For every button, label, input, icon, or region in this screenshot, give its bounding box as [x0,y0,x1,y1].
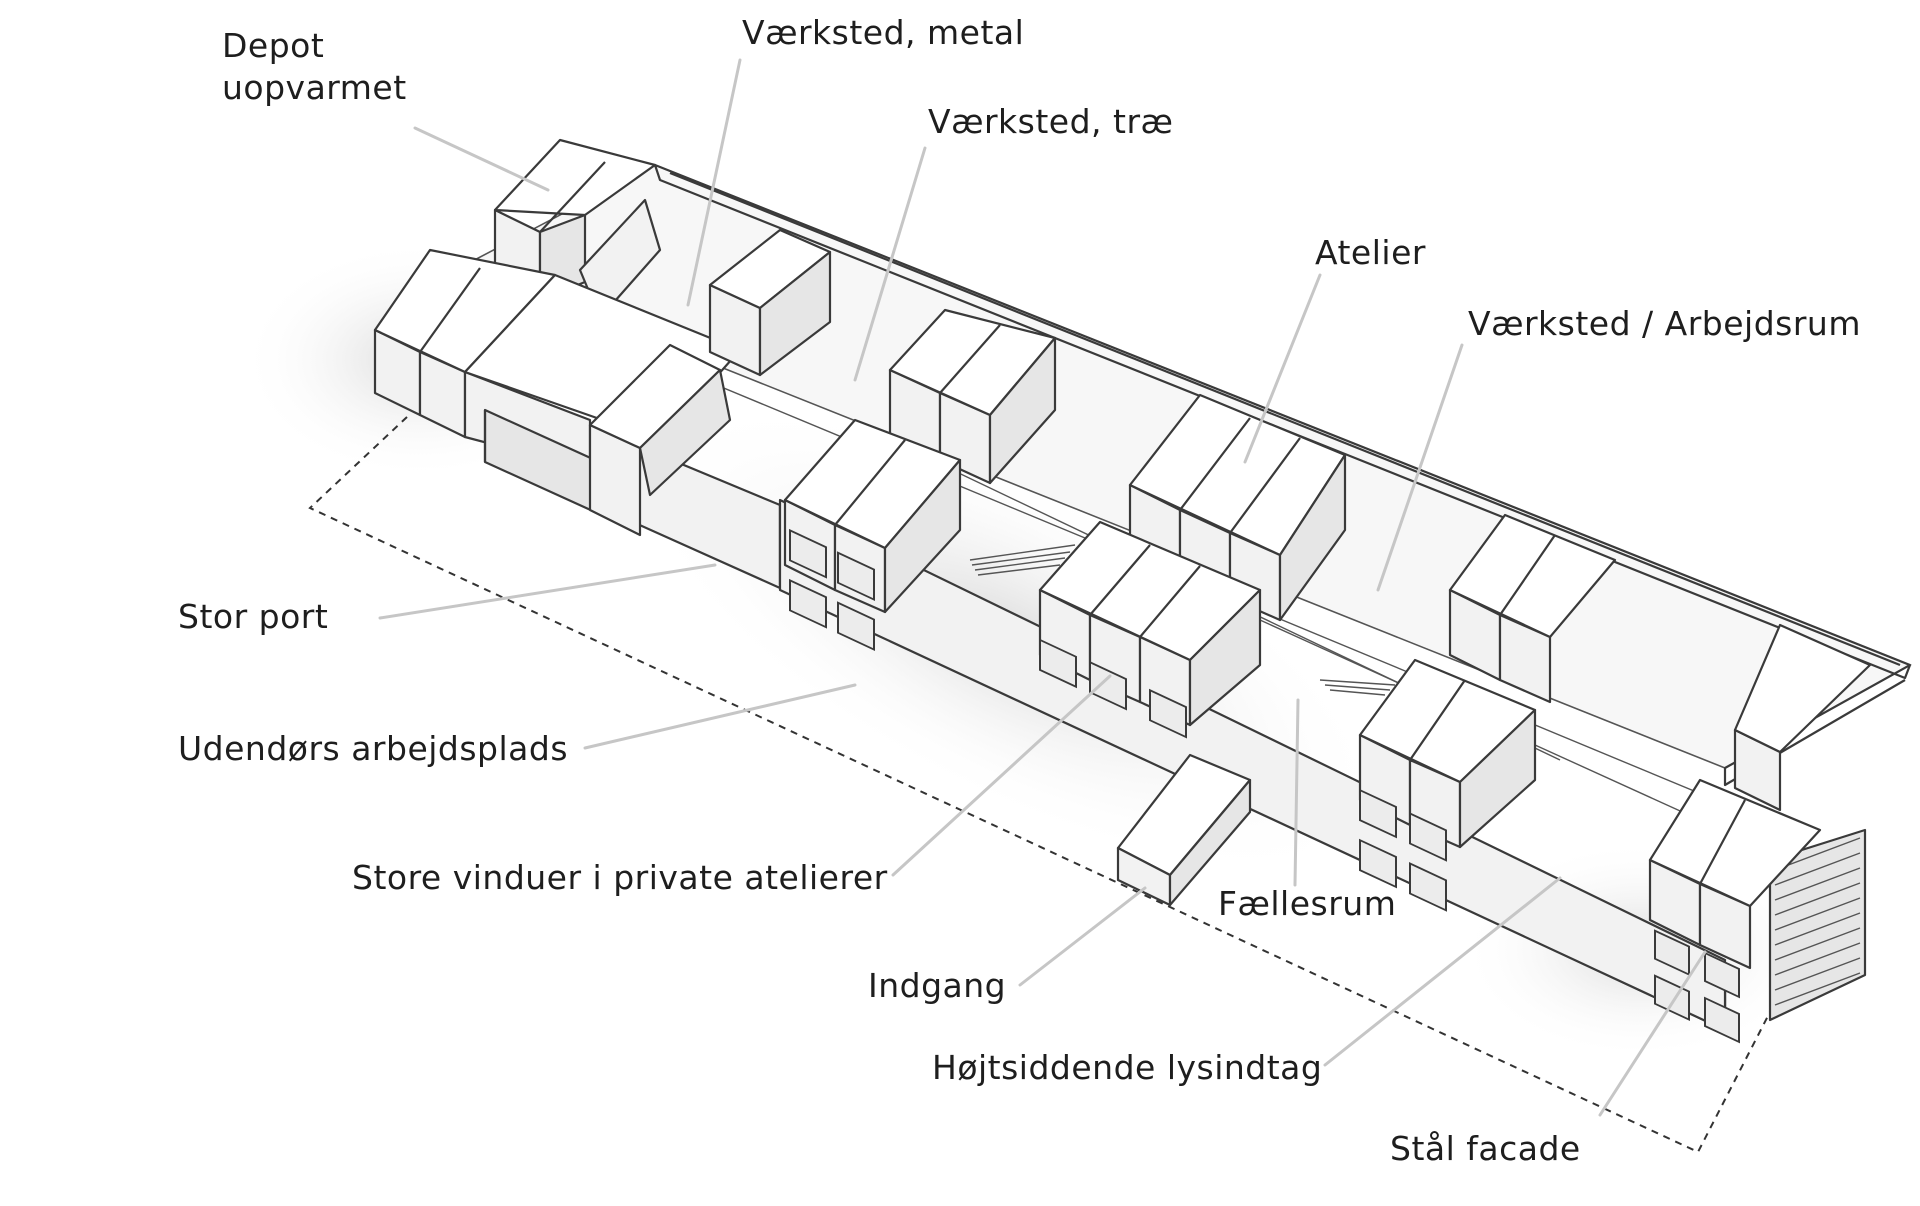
leader-trae [853,146,927,382]
leader-indgang [1018,886,1147,987]
label-depot-line1: Depot [222,26,324,65]
label-hojtsiddende-lysindtag: Højtsiddende lysindtag [932,1048,1322,1087]
leader-lysindtag [1323,876,1562,1067]
leader-faellesrum [1293,698,1300,887]
label-vaerksted-trae: Værksted, træ [928,102,1173,141]
label-depot-line2: uopvarmet [222,68,407,107]
label-vaerksted-metal: Værksted, metal [742,13,1024,52]
label-vaerksted-arbejdsrum: Værksted / Arbejdsrum [1468,304,1861,343]
label-faellesrum: Fællesrum [1218,884,1396,923]
leader-metal [686,58,742,307]
building [373,138,1912,1044]
label-staal-facade: Stål facade [1390,1129,1581,1168]
leader-vaerksted-arbejdsrum [1376,343,1464,592]
leader-lines [378,58,1707,1117]
leader-udendors [583,683,857,750]
label-udendors-arbejdsplads: Udendørs arbejdsplads [178,729,568,768]
label-store-vinduer: Store vinduer i private atelierer [352,858,888,897]
leader-staal-facade [1598,950,1707,1117]
stairs [969,544,1396,696]
windows [789,528,1740,1044]
back-wall [653,163,1912,680]
label-stor-port: Stor port [178,597,328,636]
leader-atelier [1243,273,1322,464]
label-atelier: Atelier [1315,233,1426,272]
depot-block-roof [493,138,657,217]
label-indgang: Indgang [868,966,1006,1005]
leader-depot [413,126,550,192]
labels: Depot uopvarmet Værksted, metal Værksted… [178,13,1861,1168]
leader-stor-port [378,563,717,620]
leader-store-vinduer [891,674,1112,877]
site-boundary [308,416,1771,1154]
